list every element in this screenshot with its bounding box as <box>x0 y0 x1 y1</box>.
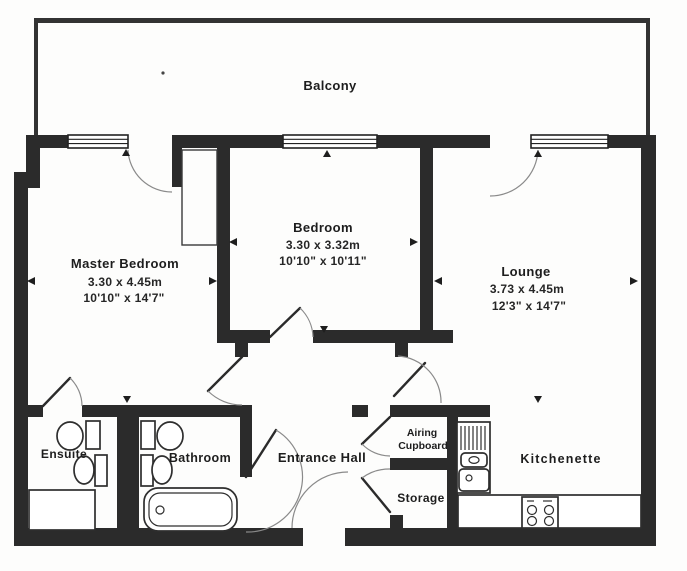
wall-bathroom-right <box>240 417 252 477</box>
fixtures <box>28 149 642 532</box>
lounge-dim-m: 3.73 x 4.45m <box>490 282 564 296</box>
door-leaf-bathroom <box>244 428 278 479</box>
arrow-master-left <box>27 277 35 285</box>
arrow-lounge-right <box>630 277 638 285</box>
wall-bathrooms-top <box>82 405 252 417</box>
master-bedroom-label: Master Bedroom <box>71 256 179 271</box>
door-leaf-airing-cupboard <box>360 415 392 446</box>
master-bedroom-dim-m: 3.30 x 4.45m <box>88 275 162 289</box>
wall-ensuite-bathroom-divider <box>117 417 139 528</box>
wall-left-lower <box>14 186 28 546</box>
wall-airing-stub <box>352 405 368 417</box>
wardrobe <box>181 149 218 246</box>
arrow-master-right <box>209 277 217 285</box>
bedroom-label: Bedroom <box>293 220 353 235</box>
wall-bedroom-bottom-right <box>313 330 453 343</box>
arrow-bedroom-right <box>410 238 418 246</box>
bathroom-label: Bathroom <box>169 451 231 465</box>
wall-airing-storage-divider <box>390 458 447 470</box>
bedroom-dim-m: 3.30 x 3.32m <box>286 238 360 252</box>
airing-cupboard-label-line1: Airing <box>407 427 437 439</box>
balcony-rail-right <box>646 18 650 137</box>
door-swing-master-balcony <box>127 149 173 193</box>
cooker-hob <box>521 496 559 529</box>
arrow-lounge-up <box>534 150 542 157</box>
balcony-rail-top <box>34 18 650 23</box>
window-lounge <box>530 134 609 149</box>
ensuite-label: Ensuite <box>41 447 87 461</box>
door-swing-storage <box>361 468 391 479</box>
kitchen-sink <box>456 421 491 494</box>
door-leaf-bedroom <box>268 306 302 339</box>
door-swing-lounge <box>397 355 442 404</box>
arrow-master-up <box>122 149 130 156</box>
door-leaf-lounge <box>392 361 427 398</box>
balcony-label: Balcony <box>303 78 357 93</box>
arrow-master-down <box>123 396 131 403</box>
bathroom-washbasin <box>140 454 173 487</box>
dimension-arrows <box>27 149 638 403</box>
door-swing-ensuite <box>69 377 83 407</box>
door-swing-master-bedroom <box>207 390 243 406</box>
sink-faucet-plate <box>460 452 488 468</box>
wall-left-upper <box>26 135 40 180</box>
storage-label: Storage <box>397 491 444 505</box>
arrow-bedroom-down <box>320 326 328 333</box>
door-swing-bathroom <box>245 429 304 533</box>
arrow-lounge-down <box>534 396 542 403</box>
sink-bowl <box>458 468 490 492</box>
wall-bedroom-bottom-left <box>217 330 270 343</box>
wall-kitchenette-divider <box>447 417 458 528</box>
airing-cupboard-label-line2: Cupboard <box>398 440 448 452</box>
door-leaf-ensuite <box>41 376 72 408</box>
arrow-lounge-left <box>434 277 442 285</box>
doors <box>41 149 539 533</box>
wall-bottom-right <box>345 528 656 546</box>
lounge-dim-ft: 12'3" x 14'7" <box>492 299 566 313</box>
walls <box>14 135 656 546</box>
entrance-hall-label: Entrance Hall <box>278 450 366 465</box>
bedroom-dim-ft: 10'10" x 10'11" <box>279 254 367 268</box>
wall-top-3 <box>377 135 490 148</box>
wall-stub-loungedoor <box>395 343 408 357</box>
arrow-bedroom-up <box>323 150 331 157</box>
kitchenette-label: Kitchenette <box>520 452 601 466</box>
balcony-rail-left <box>34 18 38 137</box>
lounge-label: Lounge <box>501 264 550 279</box>
wall-top-2 <box>172 135 283 148</box>
labels: Balcony Master Bedroom 3.30 x 4.45m 10'1… <box>41 78 601 505</box>
windows <box>67 134 609 149</box>
scan-artifact-dot <box>161 71 165 75</box>
wall-bottom-left <box>14 528 303 546</box>
window-bedroom <box>282 134 378 149</box>
wall-bedroom-left <box>217 148 230 343</box>
door-swing-airing-cupboard <box>361 443 391 457</box>
master-bedroom-dim-ft: 10'10" x 14'7" <box>83 291 164 305</box>
wall-lounge-left <box>420 148 433 330</box>
bathroom-toilet <box>140 420 184 451</box>
door-swing-main-entrance <box>291 471 349 529</box>
sink-drainer-lines <box>460 426 486 450</box>
wall-stub-masterdoor <box>235 343 248 357</box>
door-swing-lounge-balcony <box>489 149 539 197</box>
wall-airing-top <box>390 405 490 417</box>
arrow-bedroom-left <box>229 238 237 246</box>
wall-left-step <box>14 172 40 188</box>
ensuite-toilet <box>56 420 101 451</box>
balcony-railing <box>34 18 650 137</box>
door-leaf-storage <box>360 476 392 514</box>
bathtub <box>143 487 238 532</box>
wall-wardrobe-stub <box>172 148 182 187</box>
door-leaf-master-bedroom <box>206 355 244 393</box>
wall-right <box>641 135 656 546</box>
window-master-bedroom <box>67 134 129 149</box>
shower-tray <box>28 489 96 531</box>
wall-ensuite-stub <box>28 405 43 417</box>
door-swing-bedroom <box>299 307 314 338</box>
ensuite-washbasin <box>73 454 108 487</box>
wall-storage-stub <box>390 515 403 528</box>
